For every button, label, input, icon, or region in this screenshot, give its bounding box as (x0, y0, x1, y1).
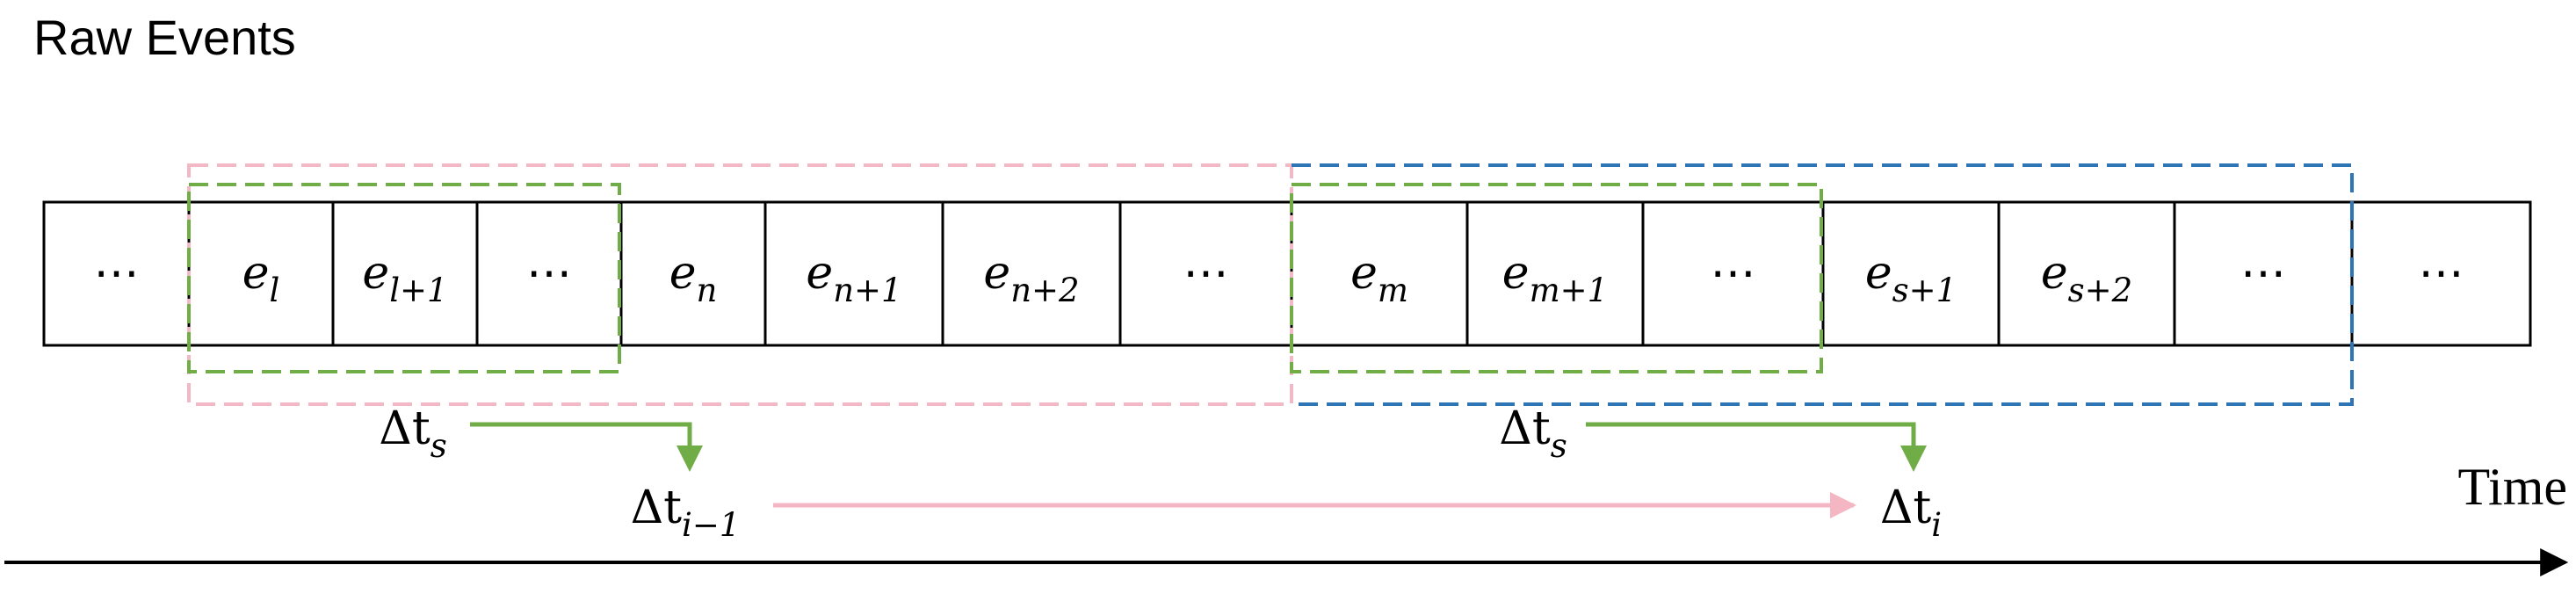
event-cell-box (1641, 200, 1825, 347)
event-label: em (1350, 247, 1408, 309)
event-cell: en+2 (941, 200, 1122, 347)
event-cell-box (619, 200, 767, 347)
event-cell: el (187, 200, 335, 347)
event-cell: es+2 (1997, 200, 2176, 347)
event-cell-box (1118, 200, 1293, 347)
diagram-title: Raw Events (33, 10, 296, 65)
window-boxes (187, 163, 2354, 406)
ellipsis-label: ⋯ (2419, 247, 2464, 300)
event-cell-box (475, 200, 623, 347)
event-cell: es+1 (1821, 200, 2001, 347)
event-cell: em+1 (1465, 200, 1645, 347)
event-cell: ⋯ (475, 200, 623, 347)
event-cell: en+1 (763, 200, 944, 347)
green-step-arrow-right (1586, 422, 1927, 472)
event-label: el (242, 247, 280, 309)
event-label: en+1 (806, 247, 901, 309)
event-label: en (669, 247, 718, 309)
ellipsis-label: ⋯ (94, 247, 140, 300)
time-axis-label: Time (2457, 458, 2567, 516)
event-label: es+2 (2041, 247, 2132, 309)
event-cell: ⋯ (1118, 200, 1293, 347)
event-cell: em (1290, 200, 1469, 347)
event-cell: ⋯ (1641, 200, 1825, 347)
event-label: es+1 (1865, 247, 1957, 309)
event-label: el+1 (362, 247, 447, 309)
ellipsis-label: ⋯ (1711, 247, 1756, 300)
event-cell: ⋯ (2173, 200, 2354, 347)
event-cell-box (42, 200, 191, 347)
event-cell: el+1 (331, 200, 479, 347)
green-step-arrow-left (470, 422, 703, 472)
event-cell-box (1465, 200, 1645, 347)
event-label: em+1 (1502, 247, 1608, 309)
delta-t-i-label: Δti (1880, 482, 1942, 544)
delta-t-s-label: Δts (1499, 402, 1567, 465)
ellipsis-label: ⋯ (2240, 247, 2286, 300)
delta-t-i-minus-1-label: Δti−1 (631, 482, 741, 544)
event-cell: ⋯ (2350, 200, 2532, 347)
interval-arrows (4, 422, 2569, 576)
slide-window-green-right (1290, 183, 1823, 373)
event-cells: ⋯ el el+1 ⋯ en en+1 en+2 ⋯ em em+1 ⋯ es+1 es+2 ⋯ ⋯ (42, 200, 2532, 347)
slide-window-green-left (187, 183, 621, 373)
event-cell-box (2173, 200, 2354, 347)
event-cell: ⋯ (42, 200, 191, 347)
event-cell-box (941, 200, 1122, 347)
event-cell-box (1997, 200, 2176, 347)
event-cell-box (763, 200, 944, 347)
ellipsis-label: ⋯ (1183, 247, 1229, 300)
event-cell: en (619, 200, 767, 347)
delta-t-s-label: Δts (379, 402, 446, 465)
window-curr-blue (1292, 163, 2354, 406)
event-label: en+2 (983, 247, 1079, 309)
event-cell-box (2350, 200, 2532, 347)
window-prev-pink (187, 163, 1293, 406)
ellipsis-label: ⋯ (526, 247, 572, 300)
